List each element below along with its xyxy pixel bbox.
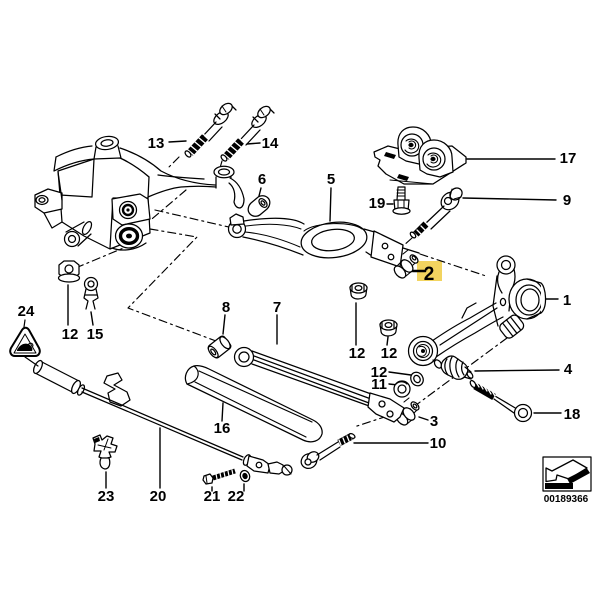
- svg-text:14: 14: [262, 135, 279, 152]
- svg-text:13: 13: [148, 135, 165, 152]
- svg-text:18: 18: [564, 406, 581, 423]
- svg-text:7: 7: [273, 299, 281, 316]
- svg-text:2: 2: [424, 264, 435, 285]
- svg-text:4: 4: [564, 361, 573, 378]
- svg-text:12: 12: [349, 345, 366, 362]
- svg-text:20: 20: [150, 488, 167, 505]
- svg-text:12: 12: [62, 326, 79, 343]
- svg-text:3: 3: [430, 413, 438, 430]
- svg-text:16: 16: [214, 420, 231, 437]
- svg-text:9: 9: [563, 192, 571, 209]
- svg-text:10: 10: [430, 435, 447, 452]
- svg-text:17: 17: [560, 150, 577, 167]
- svg-text:6: 6: [258, 171, 266, 188]
- svg-text:8: 8: [222, 299, 230, 316]
- svg-text:5: 5: [327, 171, 335, 188]
- svg-text:12: 12: [371, 364, 388, 381]
- svg-text:11: 11: [371, 376, 387, 393]
- svg-text:24: 24: [18, 303, 35, 320]
- svg-text:22: 22: [228, 488, 245, 505]
- svg-text:23: 23: [98, 488, 115, 505]
- svg-text:19: 19: [369, 195, 386, 212]
- svg-text:12: 12: [381, 345, 398, 362]
- svg-text:1: 1: [563, 292, 571, 309]
- svg-text:21: 21: [204, 488, 221, 505]
- svg-text:15: 15: [87, 326, 104, 343]
- svg-text:00189366: 00189366: [544, 494, 589, 505]
